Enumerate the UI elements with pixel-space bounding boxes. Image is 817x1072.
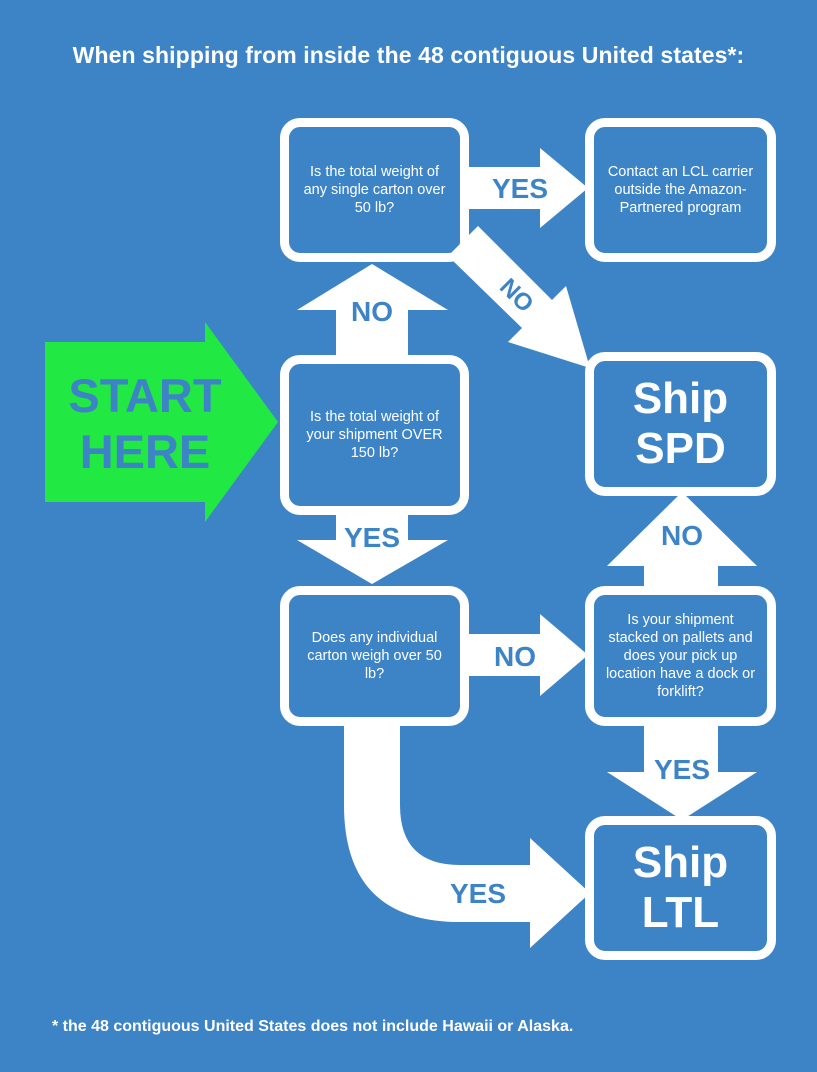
arrow-no-up	[297, 264, 448, 362]
node-ship-spd: Ship SPD	[585, 352, 776, 496]
label-yes-curve: YES	[449, 878, 507, 909]
start-arrow	[45, 322, 278, 522]
node-pallets-dock: Is your shipment stacked on pallets and …	[585, 586, 776, 726]
arrow-yes-curve	[344, 720, 590, 948]
node-carton-over-50-bottom: Does any individual carton weigh over 50…	[280, 586, 469, 726]
label-yes-down: YES	[343, 522, 401, 553]
arrow-yes-top	[462, 148, 588, 228]
node-shipment-over-150: Is the total weight of your shipment OVE…	[280, 355, 469, 515]
arrow-no-middle	[462, 614, 588, 696]
arrow-yes-right-down	[607, 722, 757, 820]
start-here-label: START HERE	[68, 369, 222, 478]
page-title: When shipping from inside the 48 contigu…	[72, 42, 745, 68]
label-no-up: NO	[351, 296, 393, 327]
node-contact-lcl: Contact an LCL carrier outside the Amazo…	[585, 118, 776, 262]
arrow-no-diagonal	[448, 226, 590, 368]
arrow-yes-down	[297, 510, 448, 584]
arrow-no-right-up	[607, 492, 757, 586]
node-carton-over-50-top: Is the total weight of any single carton…	[280, 118, 469, 262]
label-yes-top: YES	[491, 173, 549, 204]
label-yes-right-down: YES	[653, 754, 711, 785]
label-no-right-up: NO	[661, 520, 703, 551]
label-no-middle: NO	[494, 641, 536, 672]
node-ship-ltl: Ship LTL	[585, 816, 776, 960]
footnote: * the 48 contiguous United States does n…	[52, 1018, 574, 1035]
